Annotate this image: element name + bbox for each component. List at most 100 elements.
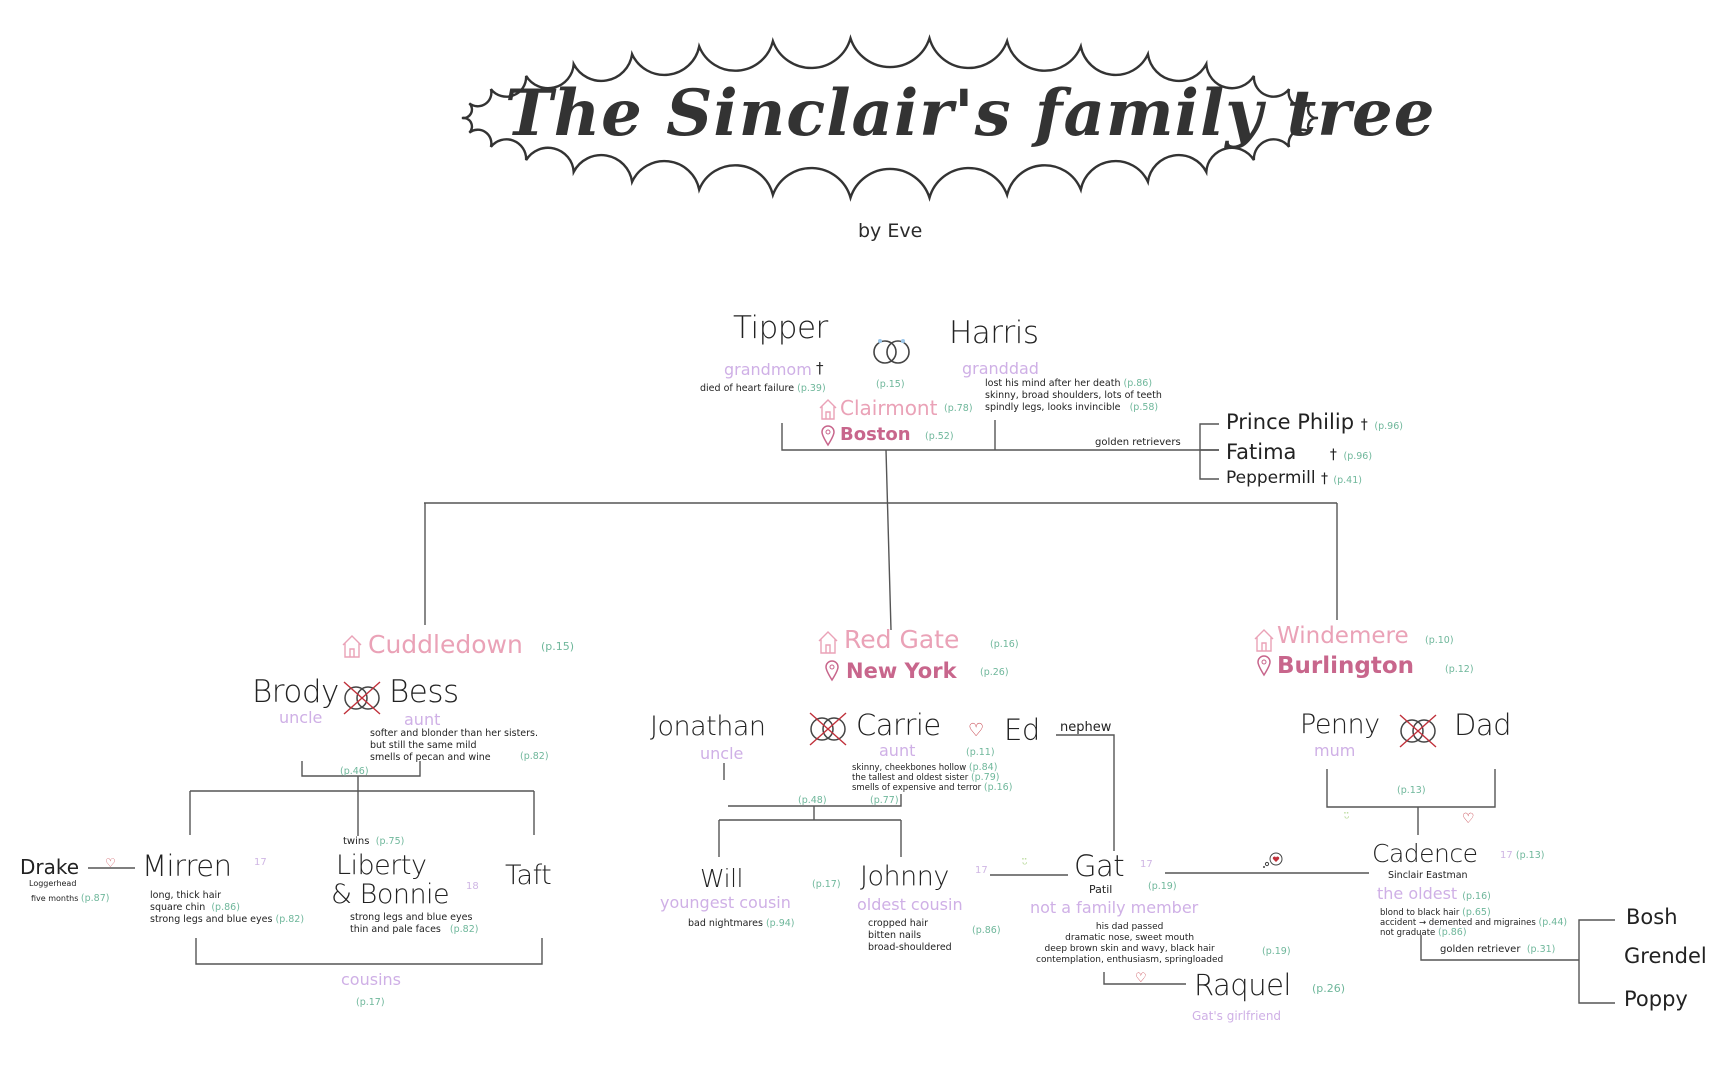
person-penny: Penny — [1300, 709, 1380, 740]
carrie-role: aunt — [879, 741, 916, 760]
smiley-icon: ᵕ̈ — [1344, 811, 1350, 827]
city-new-york: New York — [846, 659, 957, 683]
person-carrie: Carrie — [856, 708, 941, 742]
will-note-text: bad nightmares — [688, 918, 763, 929]
pin-icon — [1257, 655, 1271, 677]
dog-name: Peppermill — [1226, 468, 1316, 488]
mirren-age: 17 — [254, 857, 267, 868]
johnny-age: 17 — [975, 865, 988, 876]
page-ref: (p.48) — [798, 795, 827, 806]
redgate-parents-bracket — [718, 763, 902, 857]
raquel-role: Gat's girlfriend — [1192, 1009, 1282, 1023]
page-ref: (p.41) — [1333, 475, 1362, 486]
dogs-label: golden retrievers — [1095, 437, 1181, 448]
house-icon — [342, 635, 362, 658]
cadence-dogs-label: golden retriever (p.31) — [1440, 945, 1555, 955]
carrie-note: the tallest and oldest sister — [852, 773, 969, 783]
page-ref: (p.10) — [1425, 635, 1454, 646]
cadence-surname: Sinclair Eastman — [1388, 870, 1468, 881]
will-role: youngest cousin — [660, 893, 791, 912]
johnny-notes: cropped hair bitten nails broad-shoulder… — [868, 918, 952, 954]
gat-surname: Patil — [1089, 883, 1113, 896]
person-bonnie: & Bonnie — [331, 879, 450, 910]
deceased-cross: † — [1320, 471, 1328, 487]
dog-name: Prince Philip — [1226, 410, 1355, 434]
heart-icon: ♡ — [105, 856, 116, 870]
cadence-note: accident → demented and migraines — [1380, 918, 1536, 928]
page-ref: (p.13) — [1397, 785, 1426, 796]
page-ref: (p.19) — [1148, 881, 1177, 892]
page-ref: (p.52) — [925, 431, 954, 442]
person-harris: Harris — [949, 315, 1039, 351]
deceased-cross: † — [1360, 417, 1368, 433]
page-ref: (p.17) — [812, 879, 841, 890]
page-ref: (p.82) — [449, 924, 479, 935]
page-ref: (p.65) — [1462, 907, 1491, 918]
page-ref: (p.16) — [983, 782, 1013, 793]
carrie-note: smells of expensive and terror — [852, 783, 982, 793]
pin-icon — [825, 660, 839, 682]
dog-peppermill: Peppermill † (p.41) — [1226, 470, 1362, 487]
house-red-gate: Red Gate — [844, 625, 960, 654]
dog-poppy: Poppy — [1624, 987, 1688, 1011]
page-ref: (p.16) — [990, 639, 1019, 650]
page-ref: (p.31) — [1526, 944, 1556, 955]
grandparents-dogs-bracket — [1199, 423, 1219, 480]
twins-label: twins (p.75) — [343, 837, 404, 847]
gat-note: deep brown skin and wavy, black hair — [1044, 944, 1215, 954]
windemere-parents-bracket — [1326, 769, 1496, 835]
divorced-rings-icon — [1399, 714, 1437, 748]
page-ref: (p.15) — [541, 640, 575, 653]
gat-role: not a family member — [1030, 898, 1199, 917]
person-tipper: Tipper — [733, 310, 828, 346]
dog-fatima: Fatima † (p.96) — [1226, 442, 1372, 463]
page-ref: (p.86) — [1123, 378, 1153, 389]
harris-role: granddad — [962, 359, 1039, 378]
gat-note: contemplation, enthusiasm, springloaded — [1036, 955, 1224, 965]
page-title: The Sinclair's family tree — [505, 76, 1436, 151]
harris-note: spindly legs, looks invincible — [985, 402, 1121, 413]
house-icon — [1254, 629, 1274, 652]
smiley-icon: ᵕ̈ — [1022, 857, 1028, 873]
page-ref: (p.82) — [520, 751, 549, 762]
johnny-note: bitten nails — [868, 930, 922, 941]
cousins-bracket — [195, 938, 543, 965]
page-ref: (p.39) — [797, 383, 826, 394]
page-ref: (p.96) — [1374, 421, 1403, 432]
title-cloud-border — [461, 34, 1319, 202]
cadence-dogs-bracket — [1420, 919, 1615, 1004]
person-raquel: Raquel — [1194, 968, 1291, 1002]
page-ref: (p.86) — [972, 925, 1001, 936]
bess-notes: softer and blonder than her sisters. but… — [370, 728, 538, 764]
brody-role: uncle — [279, 708, 323, 727]
cuddledown-parents-bracket — [189, 761, 535, 836]
divorced-rings-icon — [343, 681, 381, 715]
mirren-note: square chin — [150, 902, 206, 913]
mirren-note: long, thick hair — [150, 890, 222, 901]
person-drake: Drake — [20, 855, 80, 879]
ed-gat-nephew-line — [1056, 734, 1115, 851]
page-ref: (p.86) — [1437, 927, 1467, 938]
drake-note-text: five months — [31, 894, 79, 903]
page-ref: (p.96) — [1343, 451, 1373, 462]
broken-heart-icon: ♡ — [1462, 811, 1475, 827]
gat-note: his dad passed — [1095, 922, 1164, 932]
tipper-role: grandmom — [724, 360, 812, 379]
twins-notes: strong legs and blue eyes thin and pale … — [350, 912, 478, 936]
page-ref: (p.94) — [765, 918, 795, 929]
gat-age: 17 — [1140, 859, 1153, 870]
tipper-deceased-cross: † — [816, 359, 824, 377]
dog-bosh: Bosh — [1626, 905, 1678, 929]
cadence-note: not graduate — [1380, 928, 1436, 938]
page-ref: (p.19) — [1262, 946, 1291, 957]
dogs-label-text: golden retriever — [1440, 944, 1521, 955]
mirren-note: strong legs and blue eyes — [150, 914, 273, 925]
carrie-notes: skinny, cheekbones hollow (p.84) the tal… — [852, 763, 1013, 794]
house-icon — [819, 399, 837, 420]
page-ref: (p.44) — [1538, 917, 1568, 928]
bess-role: aunt — [404, 710, 441, 729]
dog-grendel: Grendel — [1624, 944, 1707, 968]
page-ref: (p.75) — [375, 836, 405, 847]
penny-role: mum — [1314, 741, 1356, 760]
house-windemere: Windemere — [1277, 623, 1409, 649]
